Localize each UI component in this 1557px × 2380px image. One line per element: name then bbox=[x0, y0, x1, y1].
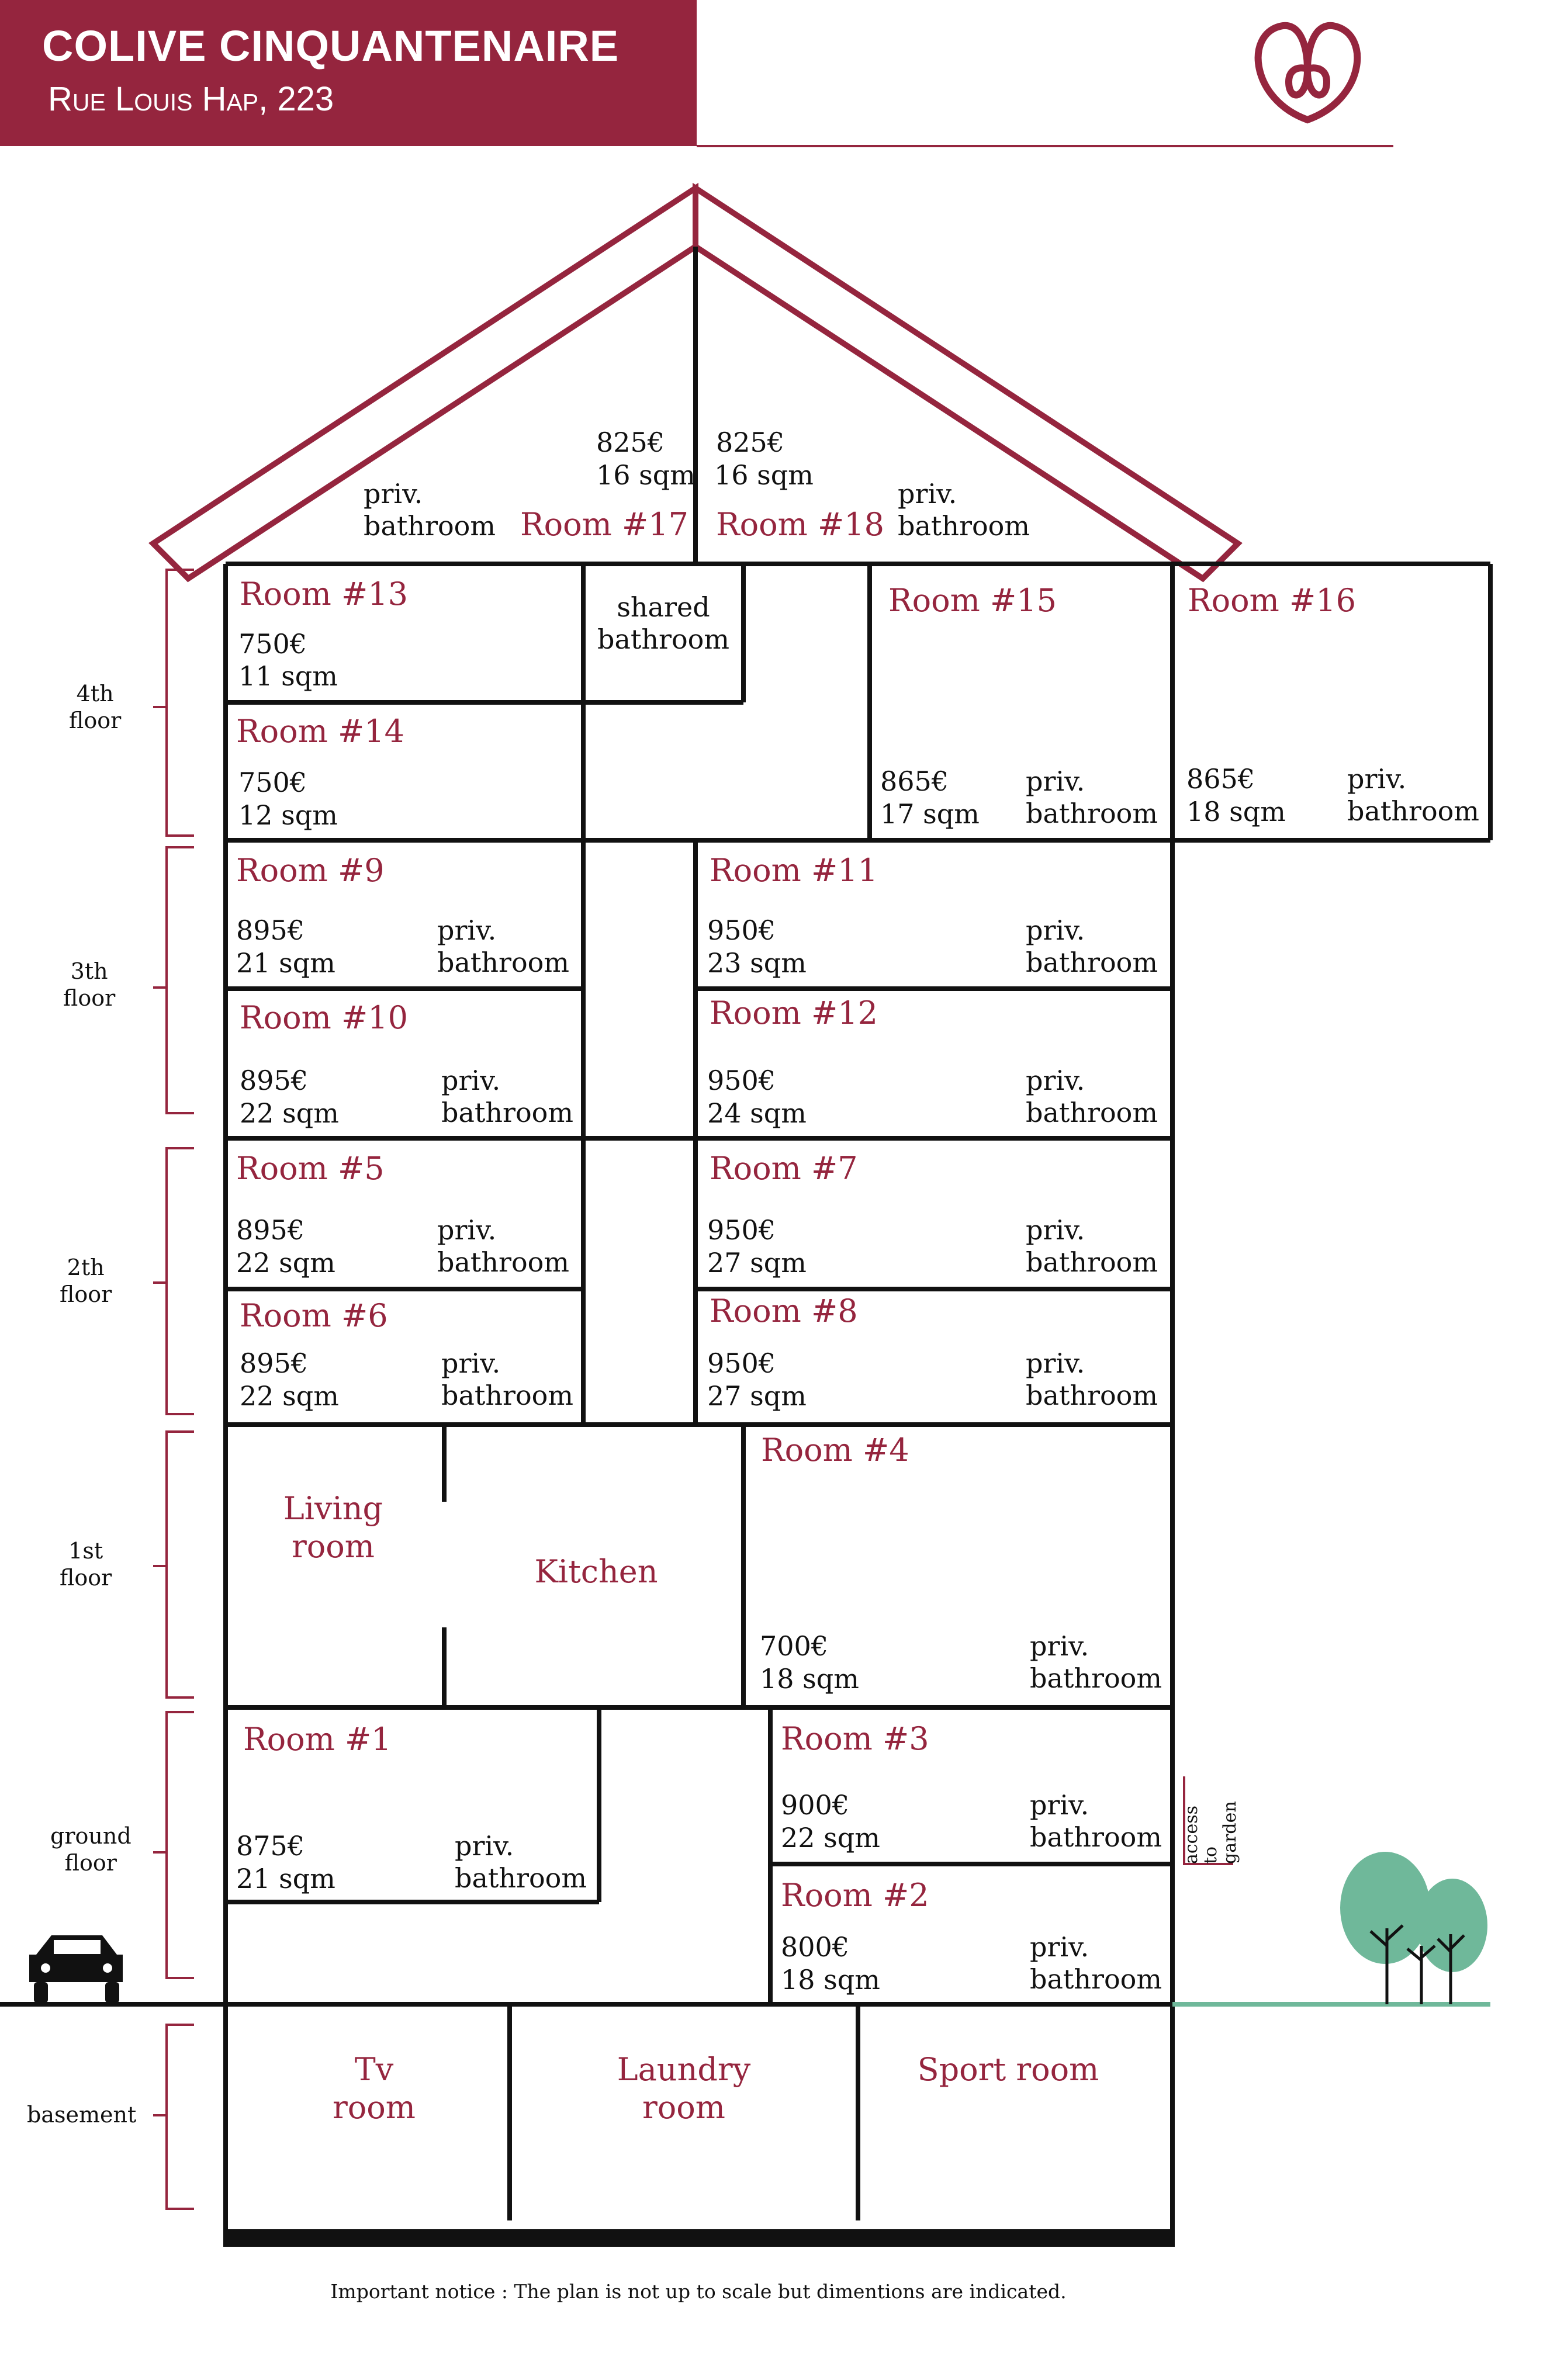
room-10-price: 895€ bbox=[240, 1065, 309, 1096]
room-17-bath: priv. bathroom bbox=[364, 478, 496, 542]
room-16-bath: priv. bathroom bbox=[1347, 763, 1479, 827]
page-title: COLIVE CINQUANTENAIRE bbox=[42, 22, 620, 70]
room-14-name: Room #14 bbox=[236, 713, 405, 750]
room-17-size: 16 sqm bbox=[596, 459, 696, 491]
room-3-size: 22 sqm bbox=[781, 1822, 880, 1854]
room-14-price: 750€ bbox=[238, 767, 307, 798]
room-1-size: 21 sqm bbox=[236, 1863, 335, 1894]
room-6-price: 895€ bbox=[240, 1347, 309, 1379]
room-18-name: Room #18 bbox=[716, 506, 885, 543]
room-11-size: 23 sqm bbox=[707, 947, 807, 979]
room-5-name: Room #5 bbox=[236, 1150, 385, 1187]
room-8-size: 27 sqm bbox=[707, 1380, 807, 1412]
floor-label-ground: ground floor bbox=[50, 1823, 132, 1876]
room-5-price: 895€ bbox=[236, 1214, 305, 1246]
room-12-bath: priv. bathroom bbox=[1026, 1065, 1158, 1129]
room-2-name: Room #2 bbox=[781, 1877, 929, 1914]
access-to-garden-label: access to garden bbox=[1181, 1801, 1240, 1864]
room-9-name: Room #9 bbox=[236, 852, 385, 889]
room-6-size: 22 sqm bbox=[240, 1380, 339, 1412]
room-3-price: 900€ bbox=[781, 1789, 850, 1821]
room-7-size: 27 sqm bbox=[707, 1247, 807, 1279]
floor-label-1st: 1st floor bbox=[60, 1538, 112, 1591]
room-1-bath: priv. bathroom bbox=[455, 1830, 587, 1894]
room-12-price: 950€ bbox=[707, 1065, 776, 1096]
room-16-name: Room #16 bbox=[1188, 582, 1357, 619]
room-16-size: 18 sqm bbox=[1186, 796, 1286, 827]
room-3-name: Room #3 bbox=[781, 1720, 929, 1757]
floor-label-3rd: 3th floor bbox=[63, 958, 116, 1011]
room-7-bath: priv. bathroom bbox=[1026, 1214, 1158, 1279]
room-5-bath: priv. bathroom bbox=[437, 1214, 569, 1279]
room-17-price: 825€ bbox=[596, 427, 665, 458]
important-notice: Important notice : The plan is not up to… bbox=[330, 2280, 1067, 2303]
address: Rue Louis Hap, 223 bbox=[48, 80, 334, 118]
room-11-name: Room #11 bbox=[710, 852, 878, 889]
room-8-name: Room #8 bbox=[710, 1293, 858, 1329]
room-4-bath: priv. bathroom bbox=[1030, 1630, 1162, 1695]
sport-room-label: Sport room bbox=[917, 2051, 1099, 2088]
walls bbox=[223, 247, 1493, 2247]
room-7-price: 950€ bbox=[707, 1214, 776, 1246]
header-rule bbox=[697, 145, 1393, 147]
room-2-price: 800€ bbox=[781, 1931, 850, 1963]
room-3-bath: priv. bathroom bbox=[1030, 1789, 1162, 1854]
floor-label-2nd: 2th floor bbox=[60, 1255, 112, 1307]
room-18-bath: priv. bathroom bbox=[898, 478, 1030, 542]
room-4-price: 700€ bbox=[760, 1630, 829, 1662]
room-11-price: 950€ bbox=[707, 914, 776, 946]
room-10-bath: priv. bathroom bbox=[441, 1065, 573, 1129]
room-13-name: Room #13 bbox=[240, 576, 409, 612]
room-5-size: 22 sqm bbox=[236, 1247, 335, 1279]
room-6-bath: priv. bathroom bbox=[441, 1347, 573, 1412]
room-7-name: Room #7 bbox=[710, 1150, 858, 1187]
living-room-label: Living room bbox=[283, 1490, 383, 1565]
car-icon bbox=[29, 1935, 123, 2003]
room-10-name: Room #10 bbox=[240, 999, 409, 1036]
shared-bathroom-label: shared bathroom bbox=[597, 591, 729, 656]
room-9-bath: priv. bathroom bbox=[437, 914, 569, 979]
room-9-size: 21 sqm bbox=[236, 947, 335, 979]
room-8-price: 950€ bbox=[707, 1347, 776, 1379]
room-13-price: 750€ bbox=[238, 628, 307, 660]
room-1-price: 875€ bbox=[236, 1830, 305, 1862]
floor-label-basement: basement bbox=[27, 2102, 137, 2128]
room-18-price: 825€ bbox=[716, 427, 785, 458]
floor-label-4th: 4th floor bbox=[69, 681, 122, 733]
room-10-size: 22 sqm bbox=[240, 1097, 339, 1129]
room-18-size: 16 sqm bbox=[714, 459, 814, 491]
room-1-name: Room #1 bbox=[243, 1721, 392, 1758]
floor-brackets bbox=[153, 569, 1233, 2210]
room-15-size: 17 sqm bbox=[880, 798, 980, 830]
room-9-price: 895€ bbox=[236, 914, 305, 946]
room-13-size: 11 sqm bbox=[238, 660, 338, 692]
roof bbox=[148, 182, 1243, 583]
tv-room-label: Tv room bbox=[332, 2051, 416, 2126]
room-16-price: 865€ bbox=[1186, 763, 1255, 795]
room-12-name: Room #12 bbox=[710, 995, 878, 1031]
room-15-price: 865€ bbox=[880, 765, 949, 797]
colive-logo-icon bbox=[1254, 22, 1361, 124]
room-12-size: 24 sqm bbox=[707, 1097, 807, 1129]
room-6-name: Room #6 bbox=[240, 1297, 388, 1334]
laundry-room-label: Laundry room bbox=[617, 2051, 751, 2126]
room-15-bath: priv. bathroom bbox=[1026, 765, 1158, 830]
room-8-bath: priv. bathroom bbox=[1026, 1347, 1158, 1412]
room-2-bath: priv. bathroom bbox=[1030, 1931, 1162, 1996]
tree-icon bbox=[1340, 1852, 1487, 2004]
room-11-bath: priv. bathroom bbox=[1026, 914, 1158, 979]
room-15-name: Room #15 bbox=[888, 582, 1057, 619]
header-banner: COLIVE CINQUANTENAIRE Rue Louis Hap, 223 bbox=[0, 0, 697, 146]
room-2-size: 18 sqm bbox=[781, 1964, 880, 1996]
kitchen-label: Kitchen bbox=[534, 1553, 658, 1590]
room-14-size: 12 sqm bbox=[238, 799, 338, 831]
room-4-size: 18 sqm bbox=[760, 1663, 859, 1695]
room-17-name: Room #17 bbox=[520, 506, 689, 543]
room-4-name: Room #4 bbox=[761, 1432, 909, 1468]
